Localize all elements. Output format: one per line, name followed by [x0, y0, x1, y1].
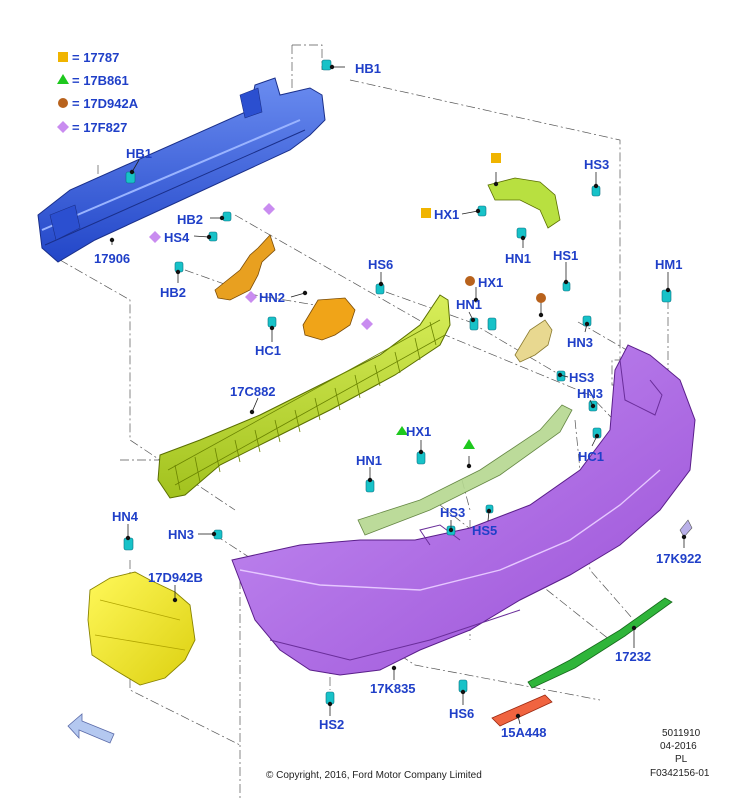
bracket-left-lower[interactable] — [302, 297, 356, 341]
label-hs6[interactable]: HS6 — [449, 706, 474, 721]
label-hc1[interactable]: HC1 — [255, 343, 281, 358]
diamond-marker-icon — [361, 318, 373, 330]
part-labels: HB1 HB1 17906 HB2 HS4 HB2 HN2 HC1 HS6 HX… — [94, 61, 702, 740]
doc-lang: PL — [675, 754, 688, 765]
label-hb1[interactable]: HB1 — [126, 146, 152, 161]
footer: © Copyright, 2016, Ford Motor Company Li… — [266, 728, 710, 781]
reinforcement-beam-17906[interactable] — [37, 77, 326, 263]
label-hc1[interactable]: HC1 — [578, 449, 604, 464]
reflector-15a448[interactable] — [491, 694, 553, 727]
bracket-left-upper[interactable] — [214, 234, 276, 301]
label-17k835[interactable]: 17K835 — [370, 681, 416, 696]
label-hn3[interactable]: HN3 — [577, 386, 603, 401]
square-marker-icon — [491, 153, 501, 163]
fastener-clips — [123, 59, 672, 705]
label-hs5[interactable]: HS5 — [472, 523, 497, 538]
legend-diamond-icon — [57, 121, 69, 133]
clip-fastener-icon[interactable] — [267, 316, 277, 328]
square-marker-icon — [421, 208, 431, 218]
legend: = 17787 = 17B861 = 17D942A = 17F827 — [57, 50, 139, 135]
legend-item: = 17F827 — [72, 120, 127, 135]
valance-strip[interactable] — [357, 404, 573, 536]
callout-markers — [149, 153, 546, 449]
label-17d942b[interactable]: 17D942B — [148, 570, 203, 585]
lower-strip-17232[interactable] — [527, 597, 673, 689]
leader-lines — [109, 64, 687, 725]
diamond-marker-icon — [149, 231, 161, 243]
label-hs4[interactable]: HS4 — [164, 230, 190, 245]
label-17906[interactable]: 17906 — [94, 251, 130, 266]
doc-date: 04-2016 — [660, 741, 697, 752]
label-hn2[interactable]: HN2 — [259, 290, 285, 305]
doc-code: 5011910 — [662, 728, 701, 739]
label-hn1[interactable]: HN1 — [456, 297, 482, 312]
clip-fastener-icon[interactable] — [125, 171, 136, 184]
label-hn4[interactable]: HN4 — [112, 509, 139, 524]
label-hn1[interactable]: HN1 — [505, 251, 531, 266]
label-17232[interactable]: 17232 — [615, 649, 651, 664]
clip-fastener-icon[interactable] — [222, 211, 232, 222]
legend-item: = 17787 — [72, 50, 119, 65]
label-hs2[interactable]: HS2 — [319, 717, 344, 732]
label-hx1[interactable]: HX1 — [478, 275, 503, 290]
label-17k922[interactable]: 17K922 — [656, 551, 702, 566]
label-hb2[interactable]: HB2 — [177, 212, 203, 227]
clip-fastener-icon[interactable] — [661, 289, 672, 303]
splash-shield-17d942b[interactable] — [87, 571, 196, 686]
label-hs3[interactable]: HS3 — [440, 505, 465, 520]
label-hn3[interactable]: HN3 — [567, 335, 593, 350]
doc-figure-id: F0342156-01 — [650, 768, 710, 779]
legend-triangle-icon — [57, 74, 69, 84]
diamond-marker-icon — [263, 203, 275, 215]
label-hb2[interactable]: HB2 — [160, 285, 186, 300]
clip-fastener-icon[interactable] — [487, 317, 497, 331]
label-hm1[interactable]: HM1 — [655, 257, 682, 272]
diamond-marker-icon — [245, 291, 257, 303]
clip-fastener-icon[interactable] — [321, 59, 332, 71]
label-hn3[interactable]: HN3 — [168, 527, 194, 542]
copyright-text: © Copyright, 2016, Ford Motor Company Li… — [266, 770, 482, 781]
label-hs1[interactable]: HS1 — [553, 248, 578, 263]
label-hx1[interactable]: HX1 — [434, 207, 459, 222]
label-hb1[interactable]: HB1 — [355, 61, 381, 76]
label-17c882[interactable]: 17C882 — [230, 384, 276, 399]
triangle-marker-icon — [396, 426, 408, 435]
label-hn1[interactable]: HN1 — [356, 453, 382, 468]
legend-item: = 17D942A — [72, 96, 139, 111]
legend-item: = 17B861 — [72, 73, 129, 88]
label-hs6[interactable]: HS6 — [368, 257, 393, 272]
energy-absorber-17c882[interactable] — [157, 294, 451, 499]
legend-circle-icon — [58, 98, 68, 108]
direction-arrow-icon — [67, 713, 115, 744]
triangle-marker-icon — [463, 439, 475, 449]
label-15a448[interactable]: 15A448 — [501, 725, 547, 740]
label-hs3[interactable]: HS3 — [569, 370, 594, 385]
bracket-right-upper[interactable] — [487, 177, 561, 229]
label-hx1[interactable]: HX1 — [406, 424, 431, 439]
bracket-right-middle[interactable] — [514, 319, 553, 363]
circle-marker-icon — [465, 276, 475, 286]
part-17k922[interactable] — [679, 519, 693, 538]
label-hs3[interactable]: HS3 — [584, 157, 609, 172]
circle-marker-icon — [536, 293, 546, 303]
legend-square-icon — [58, 52, 68, 62]
